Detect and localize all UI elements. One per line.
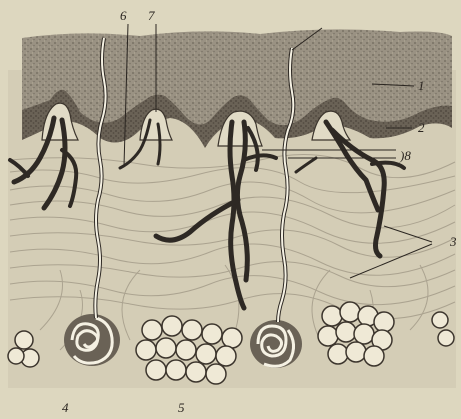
sebaceous-gland-right [318,302,394,366]
label-1: 1 [418,78,425,93]
sweat-gland-right [250,320,302,368]
label-5: 5 [178,400,185,415]
label-2: 2 [418,120,425,135]
sweat-gland-left [64,314,120,366]
label-3: 3 [449,234,457,249]
label-6: 6 [120,8,127,23]
label-7: 7 [148,8,155,23]
label-8: )8 [399,148,411,163]
label-4: 4 [62,400,69,415]
